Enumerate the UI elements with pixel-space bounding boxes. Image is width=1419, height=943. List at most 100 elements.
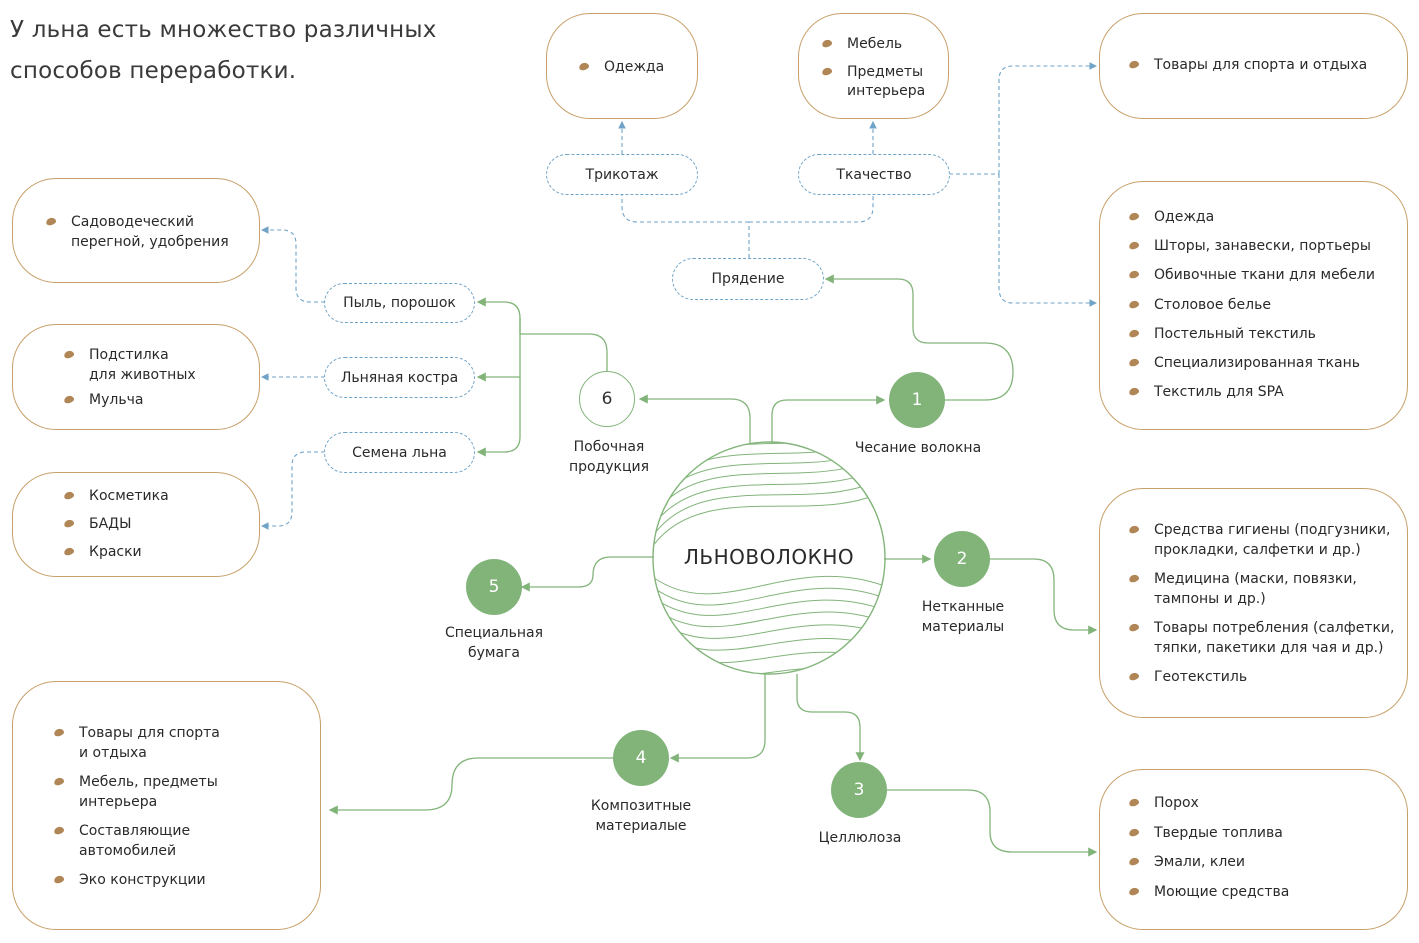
process-knitting: Трикотаж (546, 154, 698, 195)
bullet-icon (1128, 622, 1140, 633)
bullet-icon (821, 66, 833, 76)
bullet-icon (1128, 59, 1140, 70)
category-5-label-line-1: Специальная (444, 625, 544, 641)
list-item: БАДЫ (63, 515, 169, 535)
category-1-number: 1 (911, 390, 923, 410)
list-item-text: Специализированная ткань (1154, 354, 1360, 371)
bullet-icon (53, 825, 65, 836)
list-item-text-line-2: тампоны и др.) (1154, 590, 1266, 607)
list-item: Средства гигиены (подгузники,прокладки, … (1128, 521, 1394, 560)
box-sport-goods: Товары для спорта и отдыха (1099, 13, 1408, 119)
category-2-circle: 2 (934, 531, 990, 587)
category-5-number: 5 (488, 577, 500, 597)
list-item: Эмали, клеи (1128, 853, 1289, 873)
category-3-label: Целлюлоза (818, 830, 902, 846)
process-weaving: Ткачество (798, 154, 950, 195)
category-2-label-line-1: Нетканные (921, 599, 1005, 615)
list-item: Товары для спорта и отдыха (53, 724, 220, 763)
list-item: Порох (1128, 794, 1289, 814)
bullet-icon (1128, 797, 1140, 808)
bullet-icon (1128, 240, 1140, 251)
list-item-text: Косметика (89, 488, 169, 504)
list-item-text-line-2: и отдыха (79, 744, 147, 761)
category-6-label-line-2: продукция (568, 458, 650, 475)
list-item-text-line-2: тяпки, пакетики для чая и др.) (1154, 639, 1384, 656)
list-item-text: Моющие средства (1154, 883, 1290, 900)
list-item-text: Твердые топлива (1154, 824, 1283, 841)
list-item-text: Товары для спорта и отдыха (1154, 57, 1368, 73)
list-item: Одежда (578, 58, 665, 78)
category-2-label: Нетканные материалы (893, 598, 1033, 637)
list-item-text: Мебель (847, 36, 903, 52)
bullet-icon (1128, 299, 1140, 309)
bullet-icon (1128, 328, 1140, 339)
bullet-icon (53, 874, 65, 885)
page-title: У льна есть множество различных способов… (10, 10, 437, 92)
list-item: Краски (63, 543, 169, 563)
list-item: Медицина (маски, повязки, тампоны и др.) (1128, 570, 1394, 609)
list-item-text-line-1: Составляющие (79, 823, 191, 839)
box-cellulose: Порох Твердые топлива Эмали, клеи Моющие… (1099, 769, 1408, 930)
bullet-icon (1128, 357, 1140, 368)
list-item-text-line-1: Подстилка (89, 347, 169, 363)
list-item-text: Геотекстиль (1154, 669, 1248, 685)
bullet-icon (63, 349, 75, 360)
list-item: Постельный текстиль (1128, 325, 1375, 345)
list-item-text-line-1: Предметы (847, 63, 924, 80)
list-item-text-line-1: Средства гигиены (подгузники, (1154, 522, 1391, 538)
list-item-text: Одежда (604, 59, 665, 75)
bullet-icon (1128, 211, 1140, 222)
list-item: Геотекстиль (1128, 668, 1394, 688)
center-label: ЛЬНОВОЛОКНО (683, 545, 855, 569)
list-item-text: Одежда (1154, 209, 1215, 225)
page-title-line-1: У льна есть множество различных (10, 17, 437, 43)
category-1-label: Чесание волокна (854, 440, 982, 456)
list-item: Подстилка для животных (63, 346, 196, 385)
bullet-icon (63, 394, 75, 405)
bullet-icon (1128, 856, 1140, 867)
list-item: Столовое белье (1128, 296, 1375, 316)
category-6-label: Побочная продукция (539, 438, 679, 477)
list-item: Мебель, предметы интерьера (53, 773, 220, 812)
box-seeds-products: Косметика БАДЫ Краски (12, 472, 260, 577)
list-item-text-line-1: Медицина (маски, повязки, (1154, 571, 1357, 587)
list-item-text-line-1: Товары для спорта (79, 725, 220, 741)
category-5-circle: 5 (466, 559, 522, 615)
category-2-label-line-2: материалы (921, 618, 1005, 635)
bullet-icon (63, 546, 75, 557)
list-item-text: Краски (89, 544, 142, 560)
list-item: Мебель (821, 35, 925, 55)
bullet-icon (53, 727, 65, 738)
bullet-icon (1128, 886, 1140, 896)
list-item-text-line-1: Садоводеческий (71, 214, 194, 230)
bullet-icon (1128, 573, 1140, 584)
list-item-text-line-2: автомобилей (79, 842, 177, 859)
process-flax-seeds: Семена льна (324, 432, 475, 473)
list-item: Косметика (63, 487, 169, 507)
list-item-text: Эко конструкции (79, 872, 206, 888)
list-item-text-line-2: интерьера (79, 793, 158, 810)
box-textiles: Одежда Шторы, занавески, портьеры Обивоч… (1099, 181, 1408, 430)
box-composite: Товары для спорта и отдыха Мебель, предме… (12, 681, 321, 930)
category-4-label: Композитные материалые (571, 797, 711, 836)
category-4-circle: 4 (613, 730, 669, 786)
list-item: Специализированная ткань (1128, 354, 1375, 374)
category-4-label-line-2: материалые (595, 817, 687, 834)
list-item-text: Постельный текстиль (1154, 325, 1316, 342)
box-knit-products: Одежда (546, 13, 698, 119)
list-item: Эко конструкции (53, 871, 220, 891)
list-item: Товары для спорта и отдыха (1128, 56, 1368, 76)
list-item-text: БАДЫ (89, 516, 132, 532)
category-3-circle: 3 (831, 762, 887, 818)
process-flax-shive: Льняная костра (324, 357, 475, 398)
bullet-icon (63, 518, 75, 529)
bullet-icon (1128, 671, 1140, 682)
list-item-text-line-2: для животных (89, 366, 196, 383)
list-item-text-line-1: Мебель, предметы (79, 774, 218, 790)
list-item-text-line-2: перегной, удобрения (71, 233, 229, 250)
list-item-text: Текстиль для SPA (1154, 384, 1284, 401)
